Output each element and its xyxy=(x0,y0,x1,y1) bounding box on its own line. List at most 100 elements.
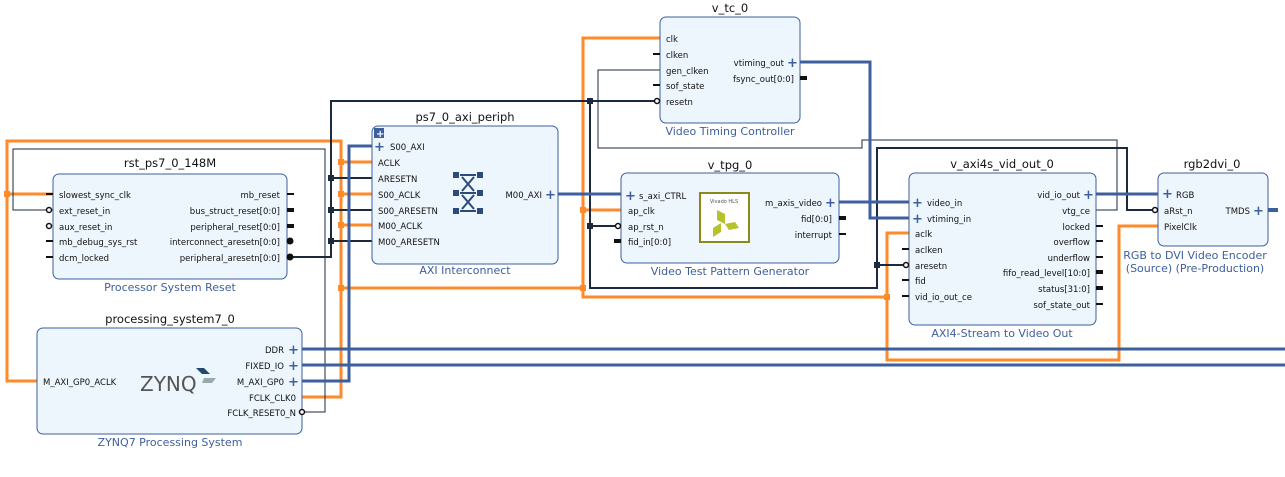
block-instance-name: rst_ps7_0_148M xyxy=(124,156,216,170)
port-dcm-locked[interactable]: dcm_locked xyxy=(59,254,109,264)
clock-net-fclk-clk0[interactable] xyxy=(4,36,1158,399)
port-mb-reset[interactable]: mb_reset xyxy=(241,191,281,201)
port-peripheral-aresetn[interactable]: peripheral_aresetn[0:0] xyxy=(180,254,280,264)
port-ap-clk[interactable]: ap_clk xyxy=(628,207,655,217)
port-aclk[interactable]: ACLK xyxy=(378,159,400,169)
port-ext-reset-in[interactable]: ext_reset_in xyxy=(59,207,110,217)
block-type-label: Processor System Reset xyxy=(104,281,236,294)
block-instance-name: v_tpg_0 xyxy=(708,158,753,172)
block-instance-name: v_axi4s_vid_out_0 xyxy=(950,157,1054,171)
port-m-axi-gp0[interactable]: M_AXI_GP0 xyxy=(237,378,284,388)
block-v-axi4s-vid-out[interactable]: v_axi4s_vid_out_0 AXI4-Stream to Video O… xyxy=(902,157,1103,340)
block-instance-name: ps7_0_axi_periph xyxy=(415,110,514,124)
port-s-axi-ctrl[interactable]: s_axi_CTRL xyxy=(639,192,687,202)
svg-text:+: + xyxy=(545,188,556,203)
port-ddr[interactable]: DDR xyxy=(265,346,284,356)
port-tmds[interactable]: TMDS xyxy=(1225,207,1250,217)
block-instance-name: rgb2dvi_0 xyxy=(1184,157,1241,171)
port-vtiming-in[interactable]: vtiming_in xyxy=(927,215,971,225)
block-type-label-rgb2dvi: RGB to DVI Video Encoder (Source) (Pre-P… xyxy=(1123,249,1267,275)
svg-text:+: + xyxy=(288,343,299,358)
port-fclk-clk0[interactable]: FCLK_CLK0 xyxy=(249,394,296,404)
port-vid-io-out[interactable]: vid_io_out xyxy=(1037,191,1080,201)
svg-text:+: + xyxy=(1083,188,1094,203)
port-sof-state-out[interactable]: sof_state_out xyxy=(1033,301,1090,311)
interface-nets[interactable] xyxy=(302,60,1285,383)
port-resetn[interactable]: resetn xyxy=(666,98,693,108)
block-type-label: Video Test Pattern Generator xyxy=(651,265,810,278)
block-processing-system7[interactable]: processing_system7_0 ZYNQ7 Processing Sy… xyxy=(36,312,306,449)
port-aresetn[interactable]: ARESETN xyxy=(378,175,417,185)
reset-net-fclk-reset0-n[interactable] xyxy=(12,148,326,413)
vivado-hls-logo: Vivado HLS xyxy=(699,192,750,243)
port-mb-debug-sys-rst[interactable]: mb_debug_sys_rst xyxy=(59,238,138,248)
port-underflow[interactable]: underflow xyxy=(1048,254,1090,264)
svg-text:+: + xyxy=(825,196,836,211)
port-interrupt[interactable]: interrupt xyxy=(795,231,833,241)
port-vtiming-out[interactable]: vtiming_out xyxy=(734,59,785,69)
block-v-tpg[interactable]: v_tpg_0 Video Test Pattern Generator + s… xyxy=(614,158,846,278)
port-overflow[interactable]: overflow xyxy=(1054,238,1091,248)
port-arst-n[interactable]: aRst_n xyxy=(1164,207,1193,217)
port-fid-in[interactable]: fid_in[0:0] xyxy=(628,238,671,248)
block-rgb2dvi[interactable]: rgb2dvi_0 + RGB aRst_n PixelClk TMDS + xyxy=(1151,157,1279,247)
svg-text:Vivado HLS: Vivado HLS xyxy=(710,199,738,205)
svg-text:+: + xyxy=(288,375,299,390)
port-vtg-ce[interactable]: vtg_ce xyxy=(1062,207,1090,217)
svg-text:+: + xyxy=(912,196,923,211)
block-ps7-0-axi-periph[interactable]: ps7_0_axi_periph AXI Interconnect + + S0… xyxy=(371,110,559,277)
port-m-axi-gp0-aclk[interactable]: M_AXI_GP0_ACLK xyxy=(43,378,117,388)
port-sof-state[interactable]: sof_state xyxy=(666,82,704,92)
port-aresetn[interactable]: aresetn xyxy=(915,262,947,272)
expand-icon[interactable] xyxy=(374,128,384,138)
port-aux-reset-in[interactable]: aux_reset_in xyxy=(59,223,112,233)
port-fifo-read-level[interactable]: fifo_read_level[10:0] xyxy=(1003,269,1090,279)
port-s00-aresetn[interactable]: S00_ARESETN xyxy=(378,207,438,217)
port-ap-rst-n[interactable]: ap_rst_n xyxy=(628,223,664,233)
port-rgb[interactable]: RGB xyxy=(1176,191,1194,201)
port-video-in[interactable]: video_in xyxy=(927,199,962,209)
port-m00-aresetn[interactable]: M00_ARESETN xyxy=(378,238,440,248)
port-bus-struct-reset[interactable]: bus_struct_reset[0:0] xyxy=(190,207,280,217)
port-clken[interactable]: clken xyxy=(666,51,688,61)
port-aclk[interactable]: aclk xyxy=(915,230,932,240)
port-peripheral-reset[interactable]: peripheral_reset[0:0] xyxy=(190,223,280,233)
port-status[interactable]: status[31:0] xyxy=(1038,285,1090,295)
port-vid-io-out-ce[interactable]: vid_io_out_ce xyxy=(915,293,972,303)
port-aclken[interactable]: aclken xyxy=(915,246,942,256)
block-instance-name: v_tc_0 xyxy=(712,1,748,15)
block-rst-ps7[interactable]: rst_ps7_0_148M Processor System Reset sl… xyxy=(45,156,294,294)
block-type-label: ZYNQ7 Processing System xyxy=(98,436,243,449)
port-s00-axi[interactable]: S00_AXI xyxy=(390,143,425,153)
port-fixed-io[interactable]: FIXED_IO xyxy=(245,362,284,372)
port-fid[interactable]: fid xyxy=(915,277,926,287)
port-fsync-out[interactable]: fsync_out[0:0] xyxy=(733,75,794,85)
port-s00-aclk[interactable]: S00_ACLK xyxy=(378,191,421,201)
svg-text:+: + xyxy=(787,56,798,71)
port-clk[interactable]: clk xyxy=(666,35,678,45)
block-v-tc[interactable]: v_tc_0 Video Timing Controller clk clken… xyxy=(653,1,807,138)
block-type-label: AXI Interconnect xyxy=(419,264,511,277)
svg-text:+: + xyxy=(374,140,385,155)
svg-text:+: + xyxy=(625,189,636,204)
port-m00-axi[interactable]: M00_AXI xyxy=(505,191,542,201)
port-interconnect-aresetn[interactable]: interconnect_aresetn[0:0] xyxy=(170,238,280,248)
reset-net-peripheral-aresetn[interactable] xyxy=(287,98,1158,289)
port-gen-clken[interactable]: gen_clken xyxy=(666,67,709,77)
block-instance-name: processing_system7_0 xyxy=(105,312,235,326)
port-pixelclk[interactable]: PixelClk xyxy=(1164,223,1197,233)
port-m00-aclk[interactable]: M00_ACLK xyxy=(378,222,423,232)
svg-text:+: + xyxy=(376,129,384,140)
block-type-label: Video Timing Controller xyxy=(665,125,795,138)
port-m-axis-video[interactable]: m_axis_video xyxy=(765,199,822,209)
port-slowest-sync-clk[interactable]: slowest_sync_clk xyxy=(59,191,131,201)
port-fid[interactable]: fid[0:0] xyxy=(801,215,832,225)
svg-text:+: + xyxy=(288,359,299,374)
net-gen-clken[interactable] xyxy=(597,69,1118,211)
port-locked[interactable]: locked xyxy=(1063,223,1090,233)
svg-text:+: + xyxy=(912,212,923,227)
block-type-label: AXI4-Stream to Video Out xyxy=(931,327,1073,340)
port-fclk-reset0-n[interactable]: FCLK_RESET0_N xyxy=(227,409,296,419)
zynq-logo: ZYNQ xyxy=(140,368,216,396)
